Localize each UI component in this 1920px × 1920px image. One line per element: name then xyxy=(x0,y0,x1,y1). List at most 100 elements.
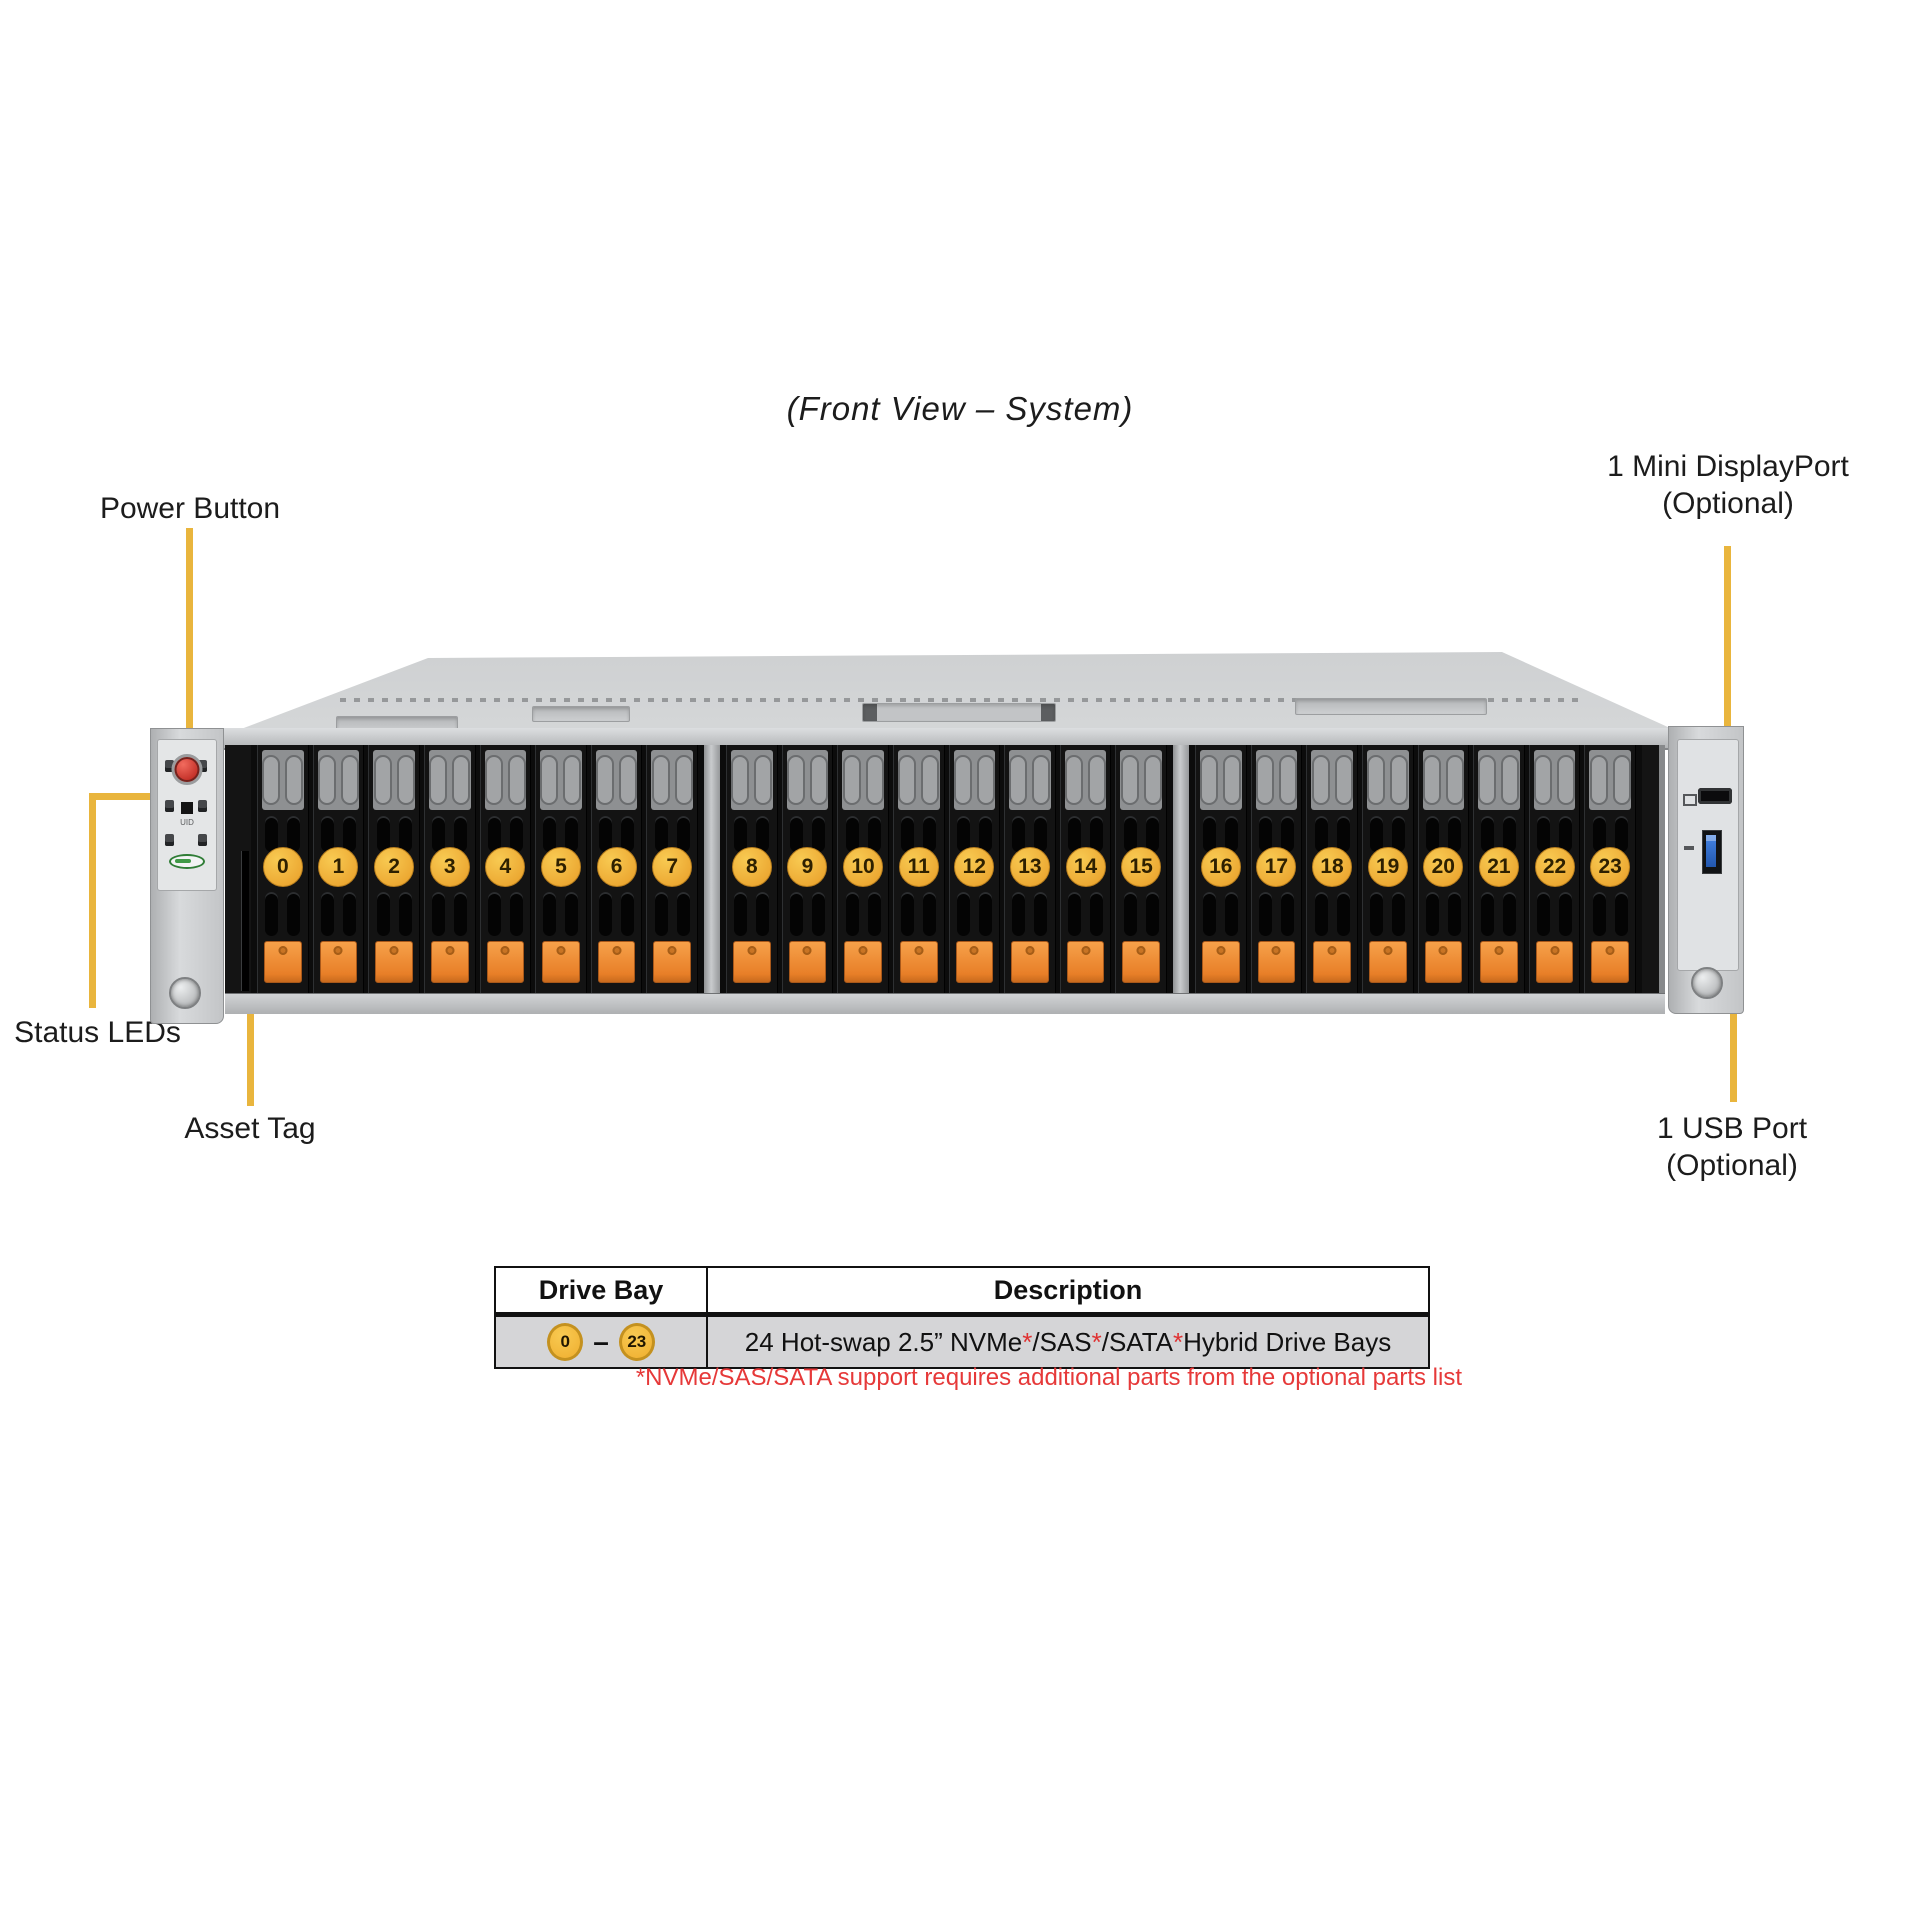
power-button-label: Power Button xyxy=(99,492,281,525)
bay-slot-vents xyxy=(264,892,302,936)
right-port-ear xyxy=(1668,726,1744,1014)
bay-release-latch xyxy=(597,941,636,983)
asset-tag-label: Asset Tag xyxy=(184,1112,316,1145)
description-text: /SATA xyxy=(1101,1326,1174,1357)
bay-vent-grille xyxy=(484,750,527,810)
bay-group-divider xyxy=(704,745,720,993)
bay-slot-vents xyxy=(1011,892,1049,936)
left-control-ear: UID xyxy=(150,728,224,1024)
drive-bay-number-badge: 1 xyxy=(318,847,359,887)
bay-vent-grille xyxy=(1120,750,1162,810)
bay-release-latch xyxy=(430,941,469,983)
power-button-icon xyxy=(171,754,203,785)
bay-release-latch xyxy=(1202,941,1240,983)
usb-port-icon xyxy=(1702,830,1722,874)
table-footnote: *NVMe/SAS/SATA support requires addition… xyxy=(635,1364,1462,1391)
bay-slot-vents xyxy=(1202,892,1240,936)
bay-slot-vents xyxy=(1480,816,1518,852)
bay-vent-grille xyxy=(428,750,471,810)
bay-release-latch xyxy=(844,941,882,983)
bay-release-latch xyxy=(264,941,302,983)
bay-vent-grille xyxy=(1200,750,1242,810)
bay-vent-grille xyxy=(1422,750,1465,810)
bay-vent-grille xyxy=(953,750,996,810)
drive-bay-number-badge: 12 xyxy=(954,847,995,887)
bay-slot-vents xyxy=(431,892,469,936)
drive-bay-tray: 15 xyxy=(1115,745,1167,993)
drive-bay-tray: 0 xyxy=(257,745,309,993)
latch-screw-icon xyxy=(914,946,924,955)
table-row: 0 – 23 24 Hot-swap 2.5” NVMe*/SAS*/SATA*… xyxy=(496,1317,1428,1367)
bay-release-latch xyxy=(1535,941,1574,983)
latch-screw-icon xyxy=(389,946,399,955)
bay-slot-vents xyxy=(487,892,525,936)
drive-bay-table: Drive Bay Description 0 – 23 24 Hot-swap… xyxy=(494,1266,1430,1369)
drive-bay-number-badge: 10 xyxy=(843,847,884,887)
bay-slot-vents xyxy=(733,892,771,936)
bay-vent-grille xyxy=(842,750,884,810)
bay-vent-grille xyxy=(731,750,773,810)
top-cover-recess xyxy=(532,706,630,722)
latch-screw-icon xyxy=(1216,946,1226,955)
latch-screw-icon xyxy=(1025,946,1035,955)
bay-vent-grille xyxy=(1478,750,1520,810)
drive-bay-number-badge: 4 xyxy=(485,847,526,887)
drive-bay-tray: 10 xyxy=(837,745,889,993)
bay-end-badge: 23 xyxy=(618,1323,655,1361)
bay-vent-grille xyxy=(897,750,940,810)
bay-release-latch xyxy=(375,941,413,983)
drive-bay-tray: 9 xyxy=(781,745,834,993)
latch-screw-icon xyxy=(1550,946,1560,955)
drive-bay-tray: 22 xyxy=(1528,745,1581,993)
bay-slot-vents xyxy=(1591,892,1629,936)
bay-slot-vents xyxy=(789,892,827,936)
latch-screw-icon xyxy=(858,946,868,955)
top-cover-handle xyxy=(862,703,1056,722)
bay-slot-vents xyxy=(598,816,636,852)
drive-bay-tray: 11 xyxy=(892,745,945,993)
bay-slot-vents xyxy=(1258,816,1296,852)
latch-screw-icon xyxy=(1271,946,1281,955)
bay-release-latch xyxy=(1313,941,1351,983)
bay-release-latch xyxy=(486,941,525,983)
uid-button-icon xyxy=(181,802,193,814)
bay-vent-grille xyxy=(1009,750,1051,810)
red-asterisk: * xyxy=(1091,1326,1102,1357)
latch-screw-icon xyxy=(445,946,455,955)
bay-slot-vents xyxy=(900,892,938,936)
latch-screw-icon xyxy=(747,946,757,955)
mini-displayport-label-line2: (Optional) xyxy=(1662,487,1794,520)
latch-screw-icon xyxy=(1327,946,1337,955)
bay-release-latch xyxy=(1066,941,1105,983)
bay-vent-grille xyxy=(1366,750,1409,810)
bay-slot-vents xyxy=(320,892,358,936)
mini-displayport-leader-line xyxy=(1724,546,1731,786)
bay-release-latch xyxy=(653,941,691,983)
bay-start-badge: 0 xyxy=(547,1323,584,1361)
drive-bay-number-badge: 0 xyxy=(262,847,303,887)
bay-vent-grille xyxy=(1533,750,1576,810)
bay-release-latch xyxy=(899,941,938,983)
bay-slot-vents xyxy=(1258,892,1296,936)
drive-bay-tray: 19 xyxy=(1361,745,1414,993)
drive-bay-number-badge: 5 xyxy=(540,847,581,887)
drive-bay-tray: 13 xyxy=(1004,745,1056,993)
bay-release-latch xyxy=(1480,941,1518,983)
range-dash: – xyxy=(593,1326,609,1357)
usb-port-label-line1: 1 USB Port xyxy=(1656,1112,1808,1145)
latch-screw-icon xyxy=(1081,946,1091,955)
usb-port-label-line2: (Optional) xyxy=(1666,1149,1798,1182)
drive-bay-tray: 17 xyxy=(1250,745,1303,993)
bay-slot-vents xyxy=(900,816,938,852)
drive-bay-tray: 6 xyxy=(590,745,643,993)
bay-slot-vents xyxy=(1425,816,1463,852)
bay-slot-vents xyxy=(320,816,358,852)
drive-bay-number-badge: 7 xyxy=(652,847,693,887)
drive-bay-tray: 20 xyxy=(1417,745,1470,993)
latch-screw-icon xyxy=(667,946,677,955)
bay-release-latch xyxy=(788,941,827,983)
drive-bay-number-badge: 19 xyxy=(1367,847,1408,887)
latch-screw-icon xyxy=(802,946,812,955)
